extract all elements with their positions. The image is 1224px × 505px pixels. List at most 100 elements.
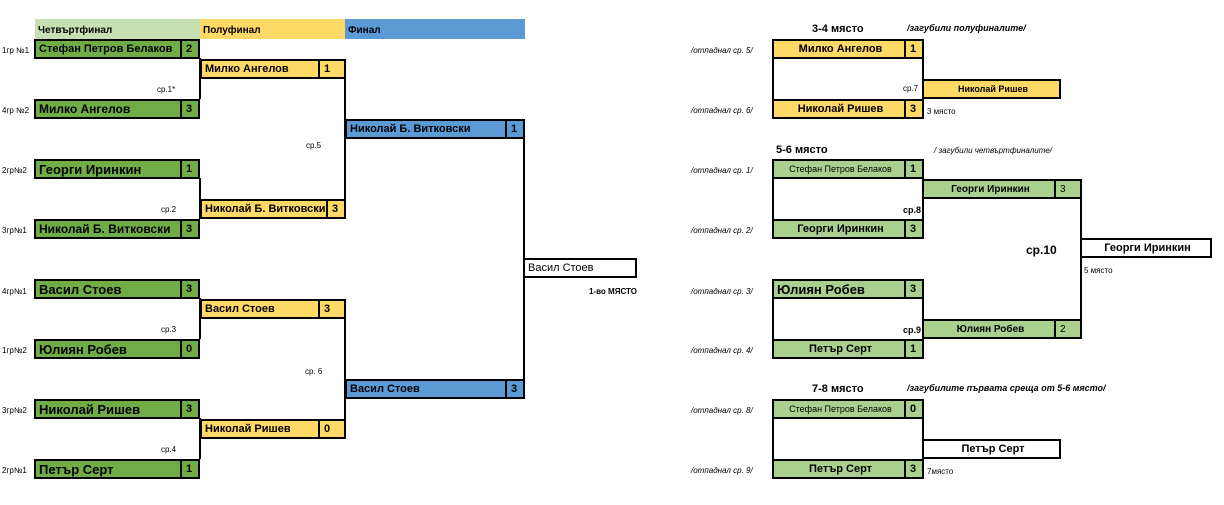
bracket-line xyxy=(922,418,924,459)
section-note: /загубили полуфиналите/ xyxy=(907,23,1026,33)
player-score: 2 xyxy=(180,41,198,57)
player-name: Стефан Петров Белаков xyxy=(789,404,892,414)
champion-slot: Васил Стоев xyxy=(523,258,637,278)
player-score: 3 xyxy=(904,101,922,117)
player-score: 3 xyxy=(180,101,198,117)
place-label: 3 място xyxy=(927,107,956,116)
section-title: 5-6 място xyxy=(776,144,828,156)
player-score: 3 xyxy=(904,281,922,297)
p56-winner-slot: Георги Иринкин xyxy=(1080,238,1212,258)
qf-slot: Милко Ангелов 3 xyxy=(34,99,200,119)
player-name: Стефан Петров Белаков xyxy=(789,164,892,174)
bracket-line xyxy=(772,418,774,459)
player-score: 1 xyxy=(180,461,198,477)
player-name: Петър Серт xyxy=(39,461,114,477)
player-name: Милко Ангелов xyxy=(205,63,289,75)
qf-slot: Петър Серт 1 xyxy=(34,459,200,479)
player-name: Петър Серт xyxy=(808,463,873,475)
player-name: Георги Иринкин xyxy=(797,223,884,235)
match-label: ср.4 xyxy=(161,445,177,454)
player-name: Николай Б. Витковски xyxy=(39,222,171,236)
seed-label: 1гр№2 xyxy=(2,346,27,355)
section-note: / загубили четвъртфиналите/ xyxy=(934,146,1053,155)
player-score: 2 xyxy=(1054,321,1080,337)
origin-label: /отпаднал ср. 3/ xyxy=(691,287,753,296)
p34-slot: Николай Ришев 3 xyxy=(772,99,924,119)
p78-slot: Петър Серт 3 xyxy=(772,459,924,479)
player-name: Георги Иринкин xyxy=(39,161,142,177)
bracket-line xyxy=(772,58,774,99)
sf-slot: Николай Ришев 0 xyxy=(200,419,346,439)
player-score: 1 xyxy=(904,161,922,177)
match-label: ср.7 xyxy=(903,84,919,93)
player-name: Юлиян Робев xyxy=(39,341,127,357)
player-name: Николай Б. Витковски xyxy=(205,203,326,215)
player-name: Николай Ришев xyxy=(797,103,884,115)
origin-label: /отпаднал ср. 8/ xyxy=(691,406,753,415)
seed-label: 2гр№1 xyxy=(2,466,27,475)
bracket-line xyxy=(922,58,924,99)
seed-label: 4гр №2 xyxy=(2,106,30,115)
p78-winner-slot: Петър Серт xyxy=(922,439,1061,459)
player-score: 0 xyxy=(180,341,198,357)
seed-label: 1гр №1 xyxy=(2,46,30,55)
match-label: ср.8 xyxy=(903,205,922,215)
player-score: 0 xyxy=(318,421,344,437)
match-label: ср.1* xyxy=(157,85,176,94)
player-name: Николай Ришев xyxy=(205,423,291,435)
seed-label: 3гр№1 xyxy=(2,226,27,235)
sf-slot: Николай Б. Витковски 3 xyxy=(200,199,346,219)
sf-slot: Милко Ангелов 1 xyxy=(200,59,346,79)
player-name: Милко Ангелов xyxy=(798,43,883,55)
bracket-line xyxy=(199,178,201,219)
p56-slot: Стефан Петров Белаков 1 xyxy=(772,159,924,179)
qf-slot: Васил Стоев 3 xyxy=(34,279,200,299)
qf-slot: Георги Иринкин 1 xyxy=(34,159,200,179)
player-score: 3 xyxy=(180,281,198,297)
player-name: Стефан Петров Белаков xyxy=(39,43,173,55)
seed-label: 3гр№2 xyxy=(2,406,27,415)
winner-name: Георги Иринкин xyxy=(1104,242,1191,254)
place-label: 1-во МЯСТО xyxy=(589,287,637,296)
p56-slot: Георги Иринкин 3 xyxy=(772,219,924,239)
header-final: Финал xyxy=(345,19,525,39)
player-name: Юлиян Робев xyxy=(956,323,1025,335)
bracket-line xyxy=(1080,198,1082,319)
match-label: ср.3 xyxy=(161,325,177,334)
match-label: ср.5 xyxy=(306,141,322,150)
bracket-line xyxy=(344,318,346,419)
place-label: 7място xyxy=(927,467,954,476)
p56-semi-slot: Георги Иринкин 3 xyxy=(922,179,1082,199)
champion-name: Васил Стоев xyxy=(528,262,594,274)
bracket-line xyxy=(772,178,774,219)
player-name: Юлиян Робев xyxy=(777,281,865,297)
p78-slot: Стефан Петров Белаков 0 xyxy=(772,399,924,419)
p34-slot: Милко Ангелов 1 xyxy=(772,39,924,59)
origin-label: /отпаднал ср. 9/ xyxy=(691,466,753,475)
player-score: 1 xyxy=(904,41,922,57)
seed-label: 2гр№2 xyxy=(2,166,27,175)
qf-slot: Николай Ришев 3 xyxy=(34,399,200,419)
player-score: 3 xyxy=(1054,181,1080,197)
player-name: Николай Ришев xyxy=(39,401,141,417)
p34-winner-slot: Николай Ришев xyxy=(922,79,1061,99)
p56-slot: Петър Серт 1 xyxy=(772,339,924,359)
bracket-line xyxy=(772,298,774,339)
player-name: Георги Иринкин xyxy=(951,183,1030,195)
player-score: 3 xyxy=(505,381,523,397)
match-label: ср. 6 xyxy=(305,367,323,376)
player-name: Васил Стоев xyxy=(39,281,122,297)
player-name: Васил Стоев xyxy=(350,383,420,395)
section-title: 3-4 място xyxy=(812,23,864,35)
player-score: 3 xyxy=(326,201,344,217)
player-score: 1 xyxy=(180,161,198,177)
seed-label: 4гр№1 xyxy=(2,287,27,296)
p56-semi-slot: Юлиян Робев 2 xyxy=(922,319,1082,339)
origin-label: /отпаднал ср. 2/ xyxy=(691,226,753,235)
section-note: /загубилите първата среща от 5-6 място/ xyxy=(907,383,1106,393)
qf-slot: Юлиян Робев 0 xyxy=(34,339,200,359)
origin-label: /отпаднал ср. 1/ xyxy=(691,166,753,175)
qf-slot: Николай Б. Витковски 3 xyxy=(34,219,200,239)
player-score: 3 xyxy=(318,301,344,317)
player-score: 1 xyxy=(904,341,922,357)
